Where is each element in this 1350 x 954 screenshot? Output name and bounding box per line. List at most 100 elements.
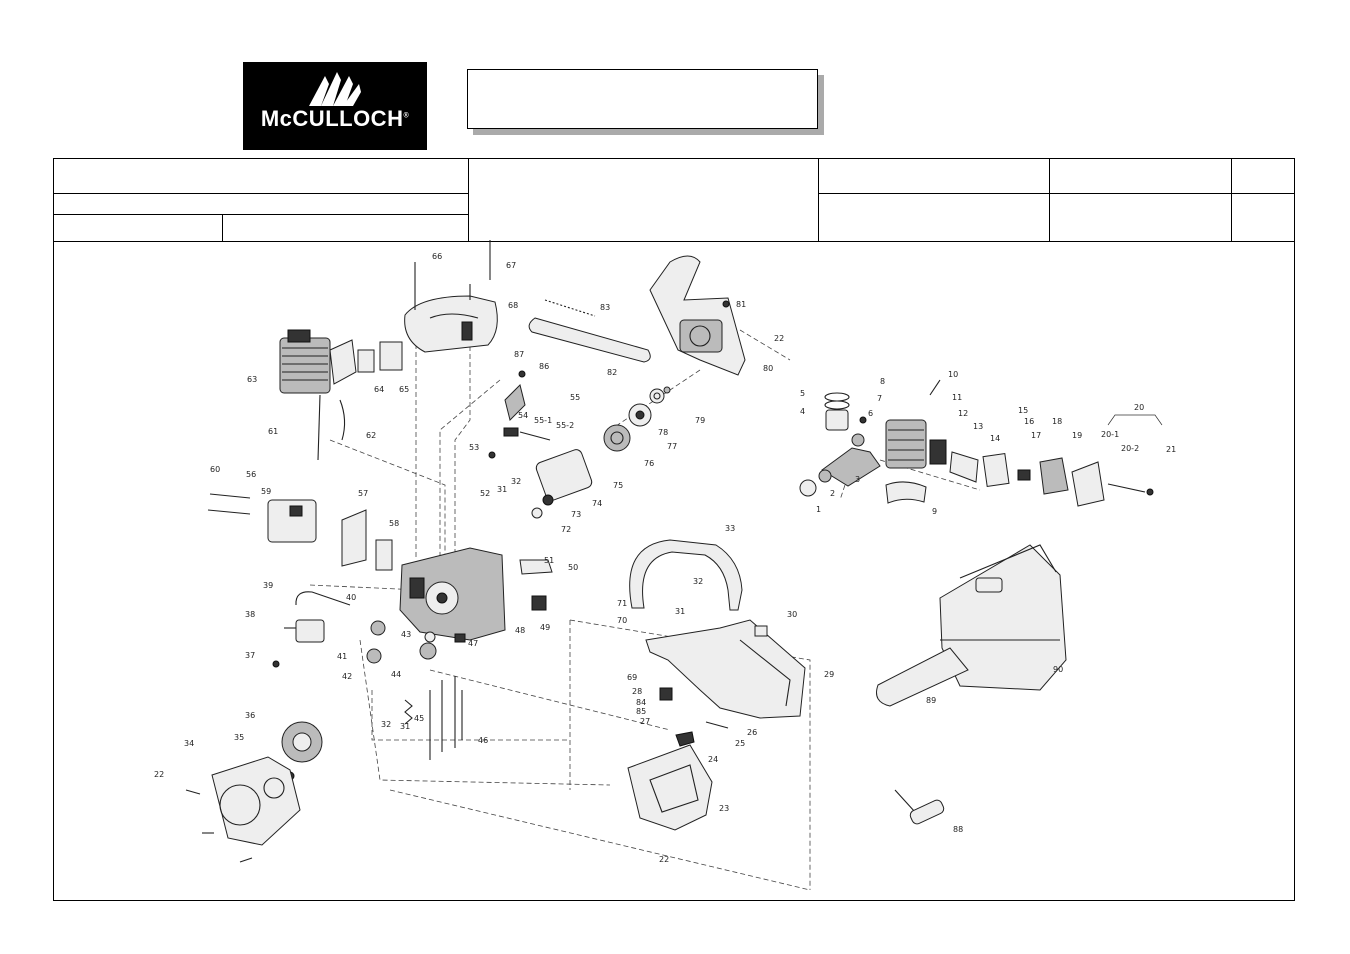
trigger-parts [675, 721, 729, 747]
part-number-label: 34 [184, 739, 194, 748]
part-number-label: 83 [600, 303, 610, 312]
part-number-label: 46 [478, 736, 488, 745]
part-number-label: 65 [399, 385, 409, 394]
top-cover-part [404, 240, 498, 353]
part-number-label: 66 [432, 252, 442, 261]
part-number-label: 2 [830, 489, 835, 498]
part-number-label: 6 [868, 409, 873, 418]
part-number-label: 90 [1053, 665, 1063, 674]
oil-pump-parts [488, 370, 551, 459]
starter-housing-part [185, 756, 301, 863]
part-number-label: 63 [247, 375, 257, 384]
part-number-label: 85 [636, 707, 646, 716]
rear-handle-housing-part [645, 619, 806, 719]
part-number-label: 31 [675, 607, 685, 616]
small-engine-parts [366, 620, 466, 760]
part-number-label: 37 [245, 651, 255, 660]
chain-brake-handle-part [649, 255, 746, 376]
part-number-label: 32 [693, 577, 703, 586]
part-number-label: 3 [855, 475, 860, 484]
header-divider-line [53, 241, 1295, 242]
scrench-tool-part [894, 789, 945, 825]
air-filter-part [207, 493, 393, 571]
part-number-label: 25 [735, 739, 745, 748]
part-number-label: 53 [469, 443, 479, 452]
part-number-label: 45 [414, 714, 424, 723]
part-number-label: 55 [570, 393, 580, 402]
part-number-label: 22 [659, 855, 669, 864]
part-number-label: 40 [346, 593, 356, 602]
front-handle-part [629, 539, 743, 611]
part-number-label: 30 [787, 610, 797, 619]
part-number-label: 71 [617, 599, 627, 608]
engine-rebuild-parts [799, 379, 1163, 507]
mcculloch-logo: McCULLOCH® [243, 62, 427, 150]
side-cover-part [627, 744, 713, 831]
part-number-label: 21 [1166, 445, 1176, 454]
part-number-label: 32 [381, 720, 391, 729]
part-number-label: 11 [952, 393, 962, 402]
part-number-label: 87 [514, 350, 524, 359]
clutch-sprocket-parts [531, 386, 671, 519]
bar-cover-part [876, 647, 969, 707]
flywheel-part [281, 721, 323, 781]
part-number-label: 41 [337, 652, 347, 661]
part-number-label: 78 [658, 428, 668, 437]
part-number-label: 29 [824, 670, 834, 679]
carrying-case-part [939, 544, 1067, 691]
part-number-label: 5 [800, 389, 805, 398]
crankcase-part [399, 547, 553, 641]
part-number-label: 73 [571, 510, 581, 519]
part-number-label: 52 [480, 489, 490, 498]
part-number-label: 62 [366, 431, 376, 440]
part-number-label: 9 [932, 507, 937, 516]
part-number-label: 19 [1072, 431, 1082, 440]
part-number-label: 81 [736, 300, 746, 309]
part-number-label: 58 [389, 519, 399, 528]
part-number-label: 33 [725, 524, 735, 533]
part-number-label: 24 [708, 755, 718, 764]
part-number-label: 47 [468, 639, 478, 648]
part-number-label: 55-1 [534, 416, 552, 425]
part-number-label: 39 [263, 581, 273, 590]
part-number-label: 1 [816, 505, 821, 514]
part-number-label: 82 [607, 368, 617, 377]
part-number-label: 26 [747, 728, 757, 737]
part-number-label: 68 [508, 301, 518, 310]
part-number-label: 22 [154, 770, 164, 779]
part-number-label: 84 [636, 698, 646, 707]
part-number-label: 51 [544, 556, 554, 565]
part-number-label: 32 [511, 477, 521, 486]
part-number-label: 31 [400, 722, 410, 731]
part-number-label: 50 [568, 563, 578, 572]
part-number-label: 49 [540, 623, 550, 632]
part-number-label: 61 [268, 427, 278, 436]
part-number-label: 54 [518, 411, 528, 420]
part-number-label: 20-2 [1121, 444, 1139, 453]
part-number-label: 42 [342, 672, 352, 681]
part-number-label: 16 [1024, 417, 1034, 426]
part-number-label: 88 [953, 825, 963, 834]
engine-cylinder-part [279, 329, 403, 461]
part-number-label: 72 [561, 525, 571, 534]
logo-wordmark: McCULLOCH® [260, 106, 410, 131]
part-number-label: 64 [374, 385, 384, 394]
part-number-label: 48 [515, 626, 525, 635]
part-number-label: 4 [800, 407, 805, 416]
part-number-label: 28 [632, 687, 642, 696]
part-number-label: 76 [644, 459, 654, 468]
part-number-label: 60 [210, 465, 220, 474]
part-number-label: 20-1 [1101, 430, 1119, 439]
part-number-label: 55-2 [556, 421, 574, 430]
part-number-label: 13 [973, 422, 983, 431]
part-number-label: 36 [245, 711, 255, 720]
part-number-label: 12 [958, 409, 968, 418]
part-number-label: 38 [245, 610, 255, 619]
part-number-label: 20 [1134, 403, 1144, 412]
part-number-label: 59 [261, 487, 271, 496]
part-number-label: 35 [234, 733, 244, 742]
part-number-label: 27 [640, 717, 650, 726]
part-number-label: 17 [1031, 431, 1041, 440]
